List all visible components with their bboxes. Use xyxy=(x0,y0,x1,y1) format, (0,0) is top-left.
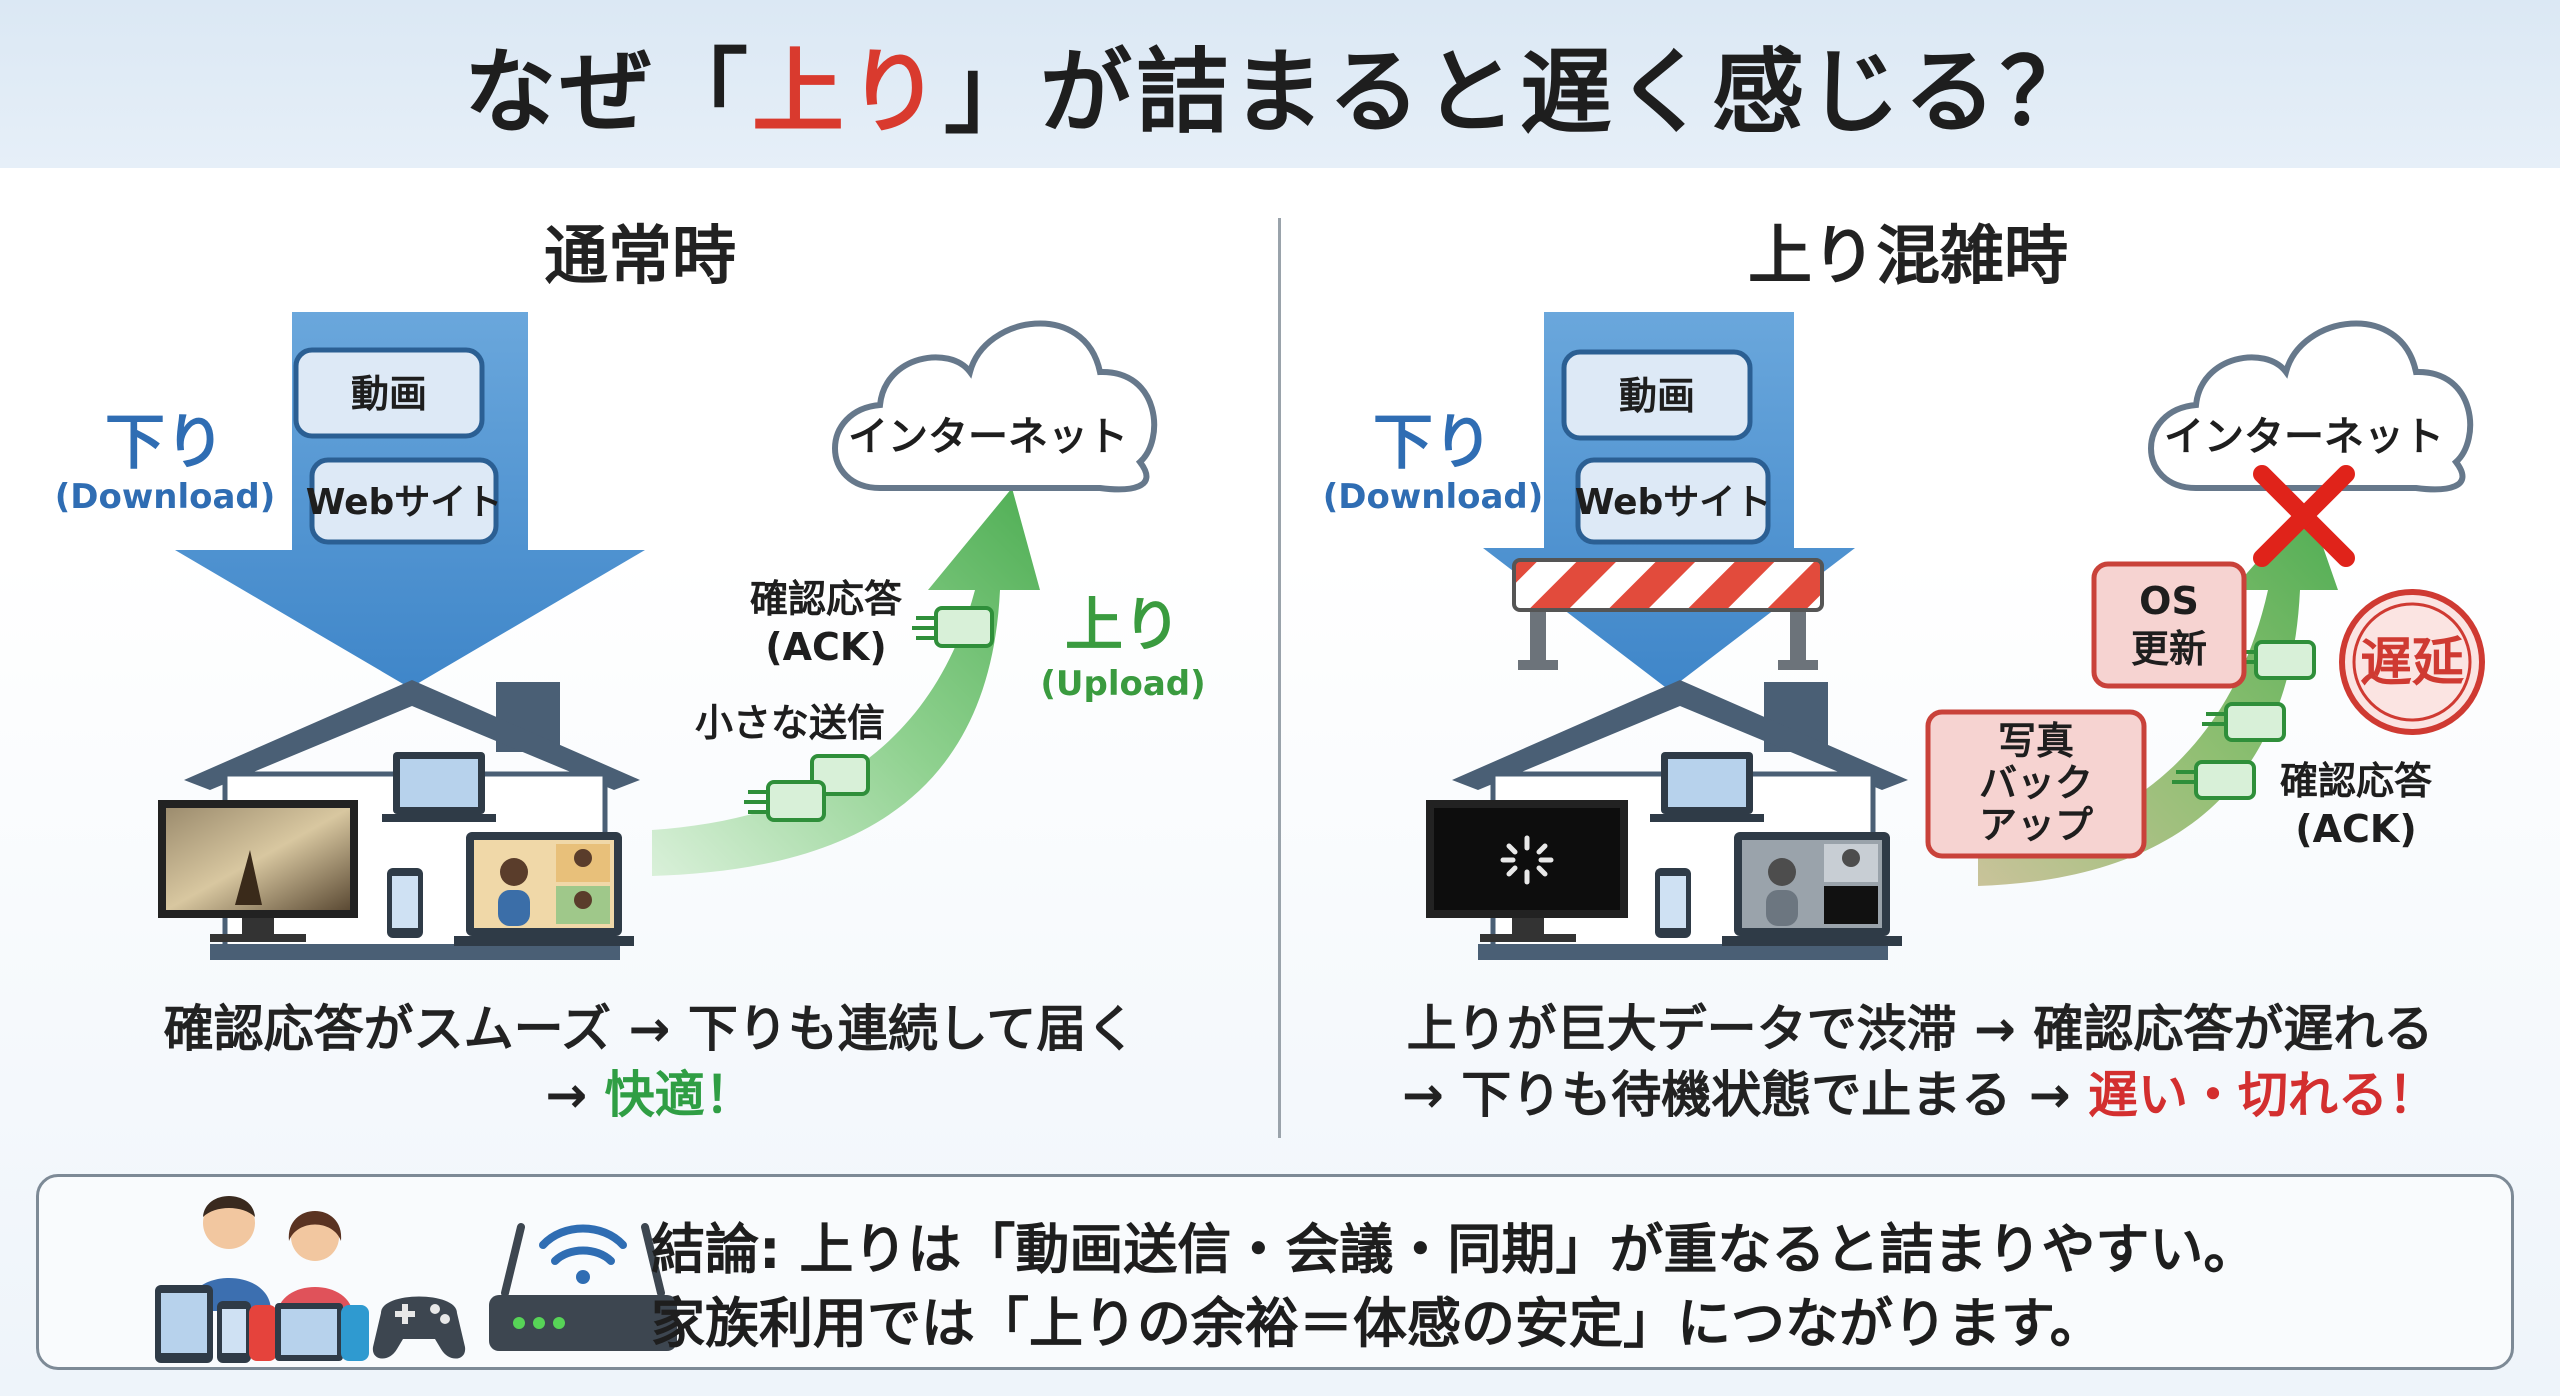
left-caption-line2: → 快適！ xyxy=(40,1062,1260,1128)
right-caption-line2: → 下りも待機状態で止まる → 遅い・切れる！ xyxy=(1310,1062,2530,1128)
right-box-video: 動画 xyxy=(1561,349,1753,441)
loading-spinner-icon xyxy=(1500,835,1554,885)
panel-divider xyxy=(1278,218,1281,1138)
laptop-icon xyxy=(1650,752,1764,822)
left-caption-line2-prefix: → xyxy=(545,1066,605,1124)
title-band: なぜ「上り」が詰まると遅く感じる？ xyxy=(0,0,2560,168)
right-caption: 上りが巨大データで渋滞 → 確認応答が遅れる → 下りも待機状態で止まる → 遅… xyxy=(1310,996,2530,1128)
photo-box-label-3: アップ xyxy=(1979,803,2093,847)
handheld-console-icon xyxy=(249,1303,369,1361)
photo-box-label-1: 写真 xyxy=(1998,719,2074,763)
left-ack-sub: (ACK) xyxy=(765,625,886,669)
left-box-website-label: Webサイト xyxy=(306,482,503,523)
right-box-website: Webサイト xyxy=(1575,457,1772,545)
title-prefix: なぜ「 xyxy=(463,38,752,146)
tv-icon xyxy=(1426,800,1628,942)
left-ack-label: 確認応答 xyxy=(750,577,903,621)
conclusion-line2: 家族利用では「上りの余裕＝体感の安定」につながります。 xyxy=(651,1292,2104,1355)
left-box-video: 動画 xyxy=(293,347,485,439)
left-down-sub: (Download) xyxy=(55,477,276,517)
photo-backup-box: 写真 バック アップ xyxy=(1925,709,2147,859)
delay-stamp-label: 遅延 xyxy=(2360,633,2464,693)
left-heading: 通常時 xyxy=(544,220,736,294)
conclusion-line1: 結論: 上りは「動画送信・会議・同期」が重なると詰まりやすい。 xyxy=(651,1218,2258,1281)
left-caption-line1: 確認応答がスムーズ → 下りも連続して届く xyxy=(163,1000,1137,1058)
phone-icon xyxy=(1655,868,1691,938)
barrier-icon xyxy=(1512,558,1824,670)
left-internet-label: インターネット xyxy=(848,414,1128,460)
router-icon xyxy=(489,1223,677,1351)
cloud-icon: インターネット xyxy=(2148,320,2474,493)
diagram-scene: 動画 Webサイト 下り (Download) xyxy=(55,312,2485,960)
right-ack-sub: (ACK) xyxy=(2295,807,2416,851)
right-caption-highlight: 遅い・切れる！ xyxy=(2088,1066,2438,1124)
laptop-icon xyxy=(382,752,496,822)
right-down-sub: (Download) xyxy=(1323,477,1544,517)
conclusion-box: 結論: 上りは「動画送信・会議・同期」が重なると詰まりやすい。 家族利用では「上… xyxy=(36,1174,2514,1370)
os-box-label-1: OS xyxy=(2139,579,2199,623)
frozen-video-call-laptop-icon xyxy=(1722,832,1902,946)
left-caption: 確認応答がスムーズ → 下りも連続して届く → 快適！ xyxy=(40,996,1260,1128)
right-ack-label: 確認応答 xyxy=(2280,759,2433,803)
right-heading: 上り混雑時 xyxy=(1748,220,2068,294)
cloud-icon: インターネット xyxy=(832,320,1158,493)
ack-packet-icon xyxy=(2172,640,2316,800)
left-down-label: 下り xyxy=(105,408,225,478)
left-box-website: Webサイト xyxy=(306,457,503,545)
left-upload-arrow xyxy=(652,488,1040,876)
right-down-label: 下り xyxy=(1373,408,1493,478)
left-up-label: 上り xyxy=(1065,591,1181,659)
game-controller-icon xyxy=(372,1296,466,1359)
right-box-website-label: Webサイト xyxy=(1575,482,1772,523)
left-caption-highlight: 快適！ xyxy=(604,1066,755,1124)
os-box-label-2: 更新 xyxy=(2131,627,2207,671)
tv-icon xyxy=(158,800,358,942)
video-call-laptop-icon xyxy=(454,832,634,946)
title-suffix: 」が詰まると遅く感じる？ xyxy=(944,38,2097,146)
delay-stamp: 遅延 xyxy=(2339,589,2485,735)
phone-icon xyxy=(217,1301,251,1363)
ack-packet-icon xyxy=(912,606,994,648)
title-highlight: 上り xyxy=(751,38,944,146)
left-up-sub: (Upload) xyxy=(1040,664,1205,704)
left-small-send-label: 小さな送信 xyxy=(695,701,885,745)
phone-icon xyxy=(387,868,423,938)
os-update-box: OS 更新 xyxy=(2091,561,2247,689)
photo-box-label-2: バック xyxy=(1979,761,2093,805)
right-caption-line1: 上りが巨大データで渋滞 → 確認応答が遅れる xyxy=(1406,1000,2434,1058)
left-box-video-label: 動画 xyxy=(351,372,427,416)
conclusion-icons xyxy=(155,1196,677,1363)
right-internet-label: インターネット xyxy=(2164,414,2444,460)
right-caption-line2-prefix: → 下りも待機状態で止まる → xyxy=(1401,1066,2088,1124)
tablet-icon xyxy=(155,1285,213,1363)
small-send-packet-icon xyxy=(744,754,870,822)
right-box-video-label: 動画 xyxy=(1619,374,1695,418)
x-mark-icon xyxy=(2253,465,2355,567)
